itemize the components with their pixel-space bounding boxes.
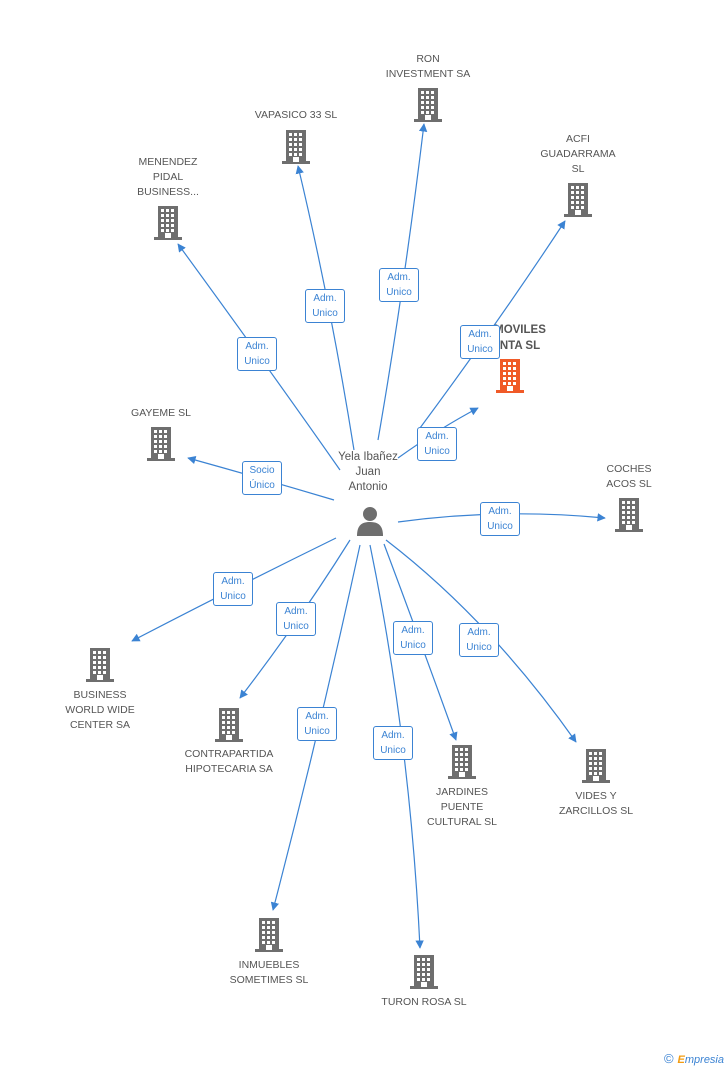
edge-label-vapasico: Adm. Unico — [305, 289, 345, 323]
building-icon[interactable] — [154, 206, 182, 240]
company-label-turon[interactable]: TURON ROSA SL — [381, 996, 467, 1008]
edge-label-gayeme: Socio Único — [242, 461, 282, 495]
edge-label-moviles: Adm. Unico — [417, 427, 457, 461]
edge-label-business: Adm. Unico — [213, 572, 253, 606]
company-label-gayeme[interactable]: GAYEME SL — [131, 407, 191, 419]
edge-acfi — [419, 220, 566, 429]
company-label-vapasico[interactable]: VAPASICO 33 SL — [254, 109, 338, 121]
company-label-jardines[interactable]: JARDINES PUENTE CULTURAL SL — [426, 786, 498, 828]
building-icon[interactable] — [564, 183, 592, 217]
company-label-business[interactable]: BUSINESS WORLD WIDE CENTER SA — [65, 689, 135, 731]
edge-label-contrapartida: Adm. Unico — [276, 602, 316, 636]
building-icon[interactable] — [414, 88, 442, 122]
copyright-icon: © — [663, 1051, 674, 1066]
building-icon[interactable] — [615, 498, 643, 532]
building-icon[interactable] — [496, 359, 524, 393]
edge-label-turon: Adm. Unico — [373, 726, 413, 760]
building-icon[interactable] — [147, 427, 175, 461]
person-name: Yela Ibañez Juan Antonio — [338, 451, 398, 493]
edge-label-jardines: Adm. Unico — [393, 621, 433, 655]
brand-name: mpresia — [684, 1054, 724, 1066]
edge-label-coches: Adm. Unico — [480, 502, 520, 536]
company-label-coches[interactable]: COCHES ACOS SL — [606, 463, 652, 490]
edge-label-acfi: Adm. Unico — [460, 325, 500, 359]
footer-brand: ©Empresia — [664, 1051, 724, 1066]
building-icon[interactable] — [582, 749, 610, 783]
building-icon[interactable] — [282, 130, 310, 164]
company-label-acfi[interactable]: ACFI GUADARRAMA SL — [540, 133, 616, 175]
edge-label-ron: Adm. Unico — [379, 268, 419, 302]
edge-label-inmuebles: Adm. Unico — [297, 707, 337, 741]
building-icon[interactable] — [410, 955, 438, 989]
edge-label-menendez: Adm. Unico — [237, 337, 277, 371]
brand-initial: E — [677, 1054, 685, 1066]
building-icon[interactable] — [215, 708, 243, 742]
building-icon[interactable] — [448, 745, 476, 779]
edge-label-vides: Adm. Unico — [459, 623, 499, 657]
company-label-contrapartida[interactable]: CONTRAPARTIDA HIPOTECARIA SA — [184, 748, 274, 775]
building-icon[interactable] — [255, 918, 283, 952]
company-label-menendez[interactable]: MENENDEZ PIDAL BUSINESS... — [137, 156, 199, 198]
building-icon[interactable] — [86, 648, 114, 682]
company-label-vides[interactable]: VIDES Y ZARCILLOS SL — [558, 790, 634, 817]
company-label-moviles[interactable]: MOVILES NTA SL — [494, 324, 546, 352]
company-label-ron[interactable]: RON INVESTMENT SA — [385, 53, 471, 80]
company-label-inmuebles[interactable]: INMUEBLES SOMETIMES SL — [229, 959, 309, 986]
person-icon — [357, 507, 383, 536]
